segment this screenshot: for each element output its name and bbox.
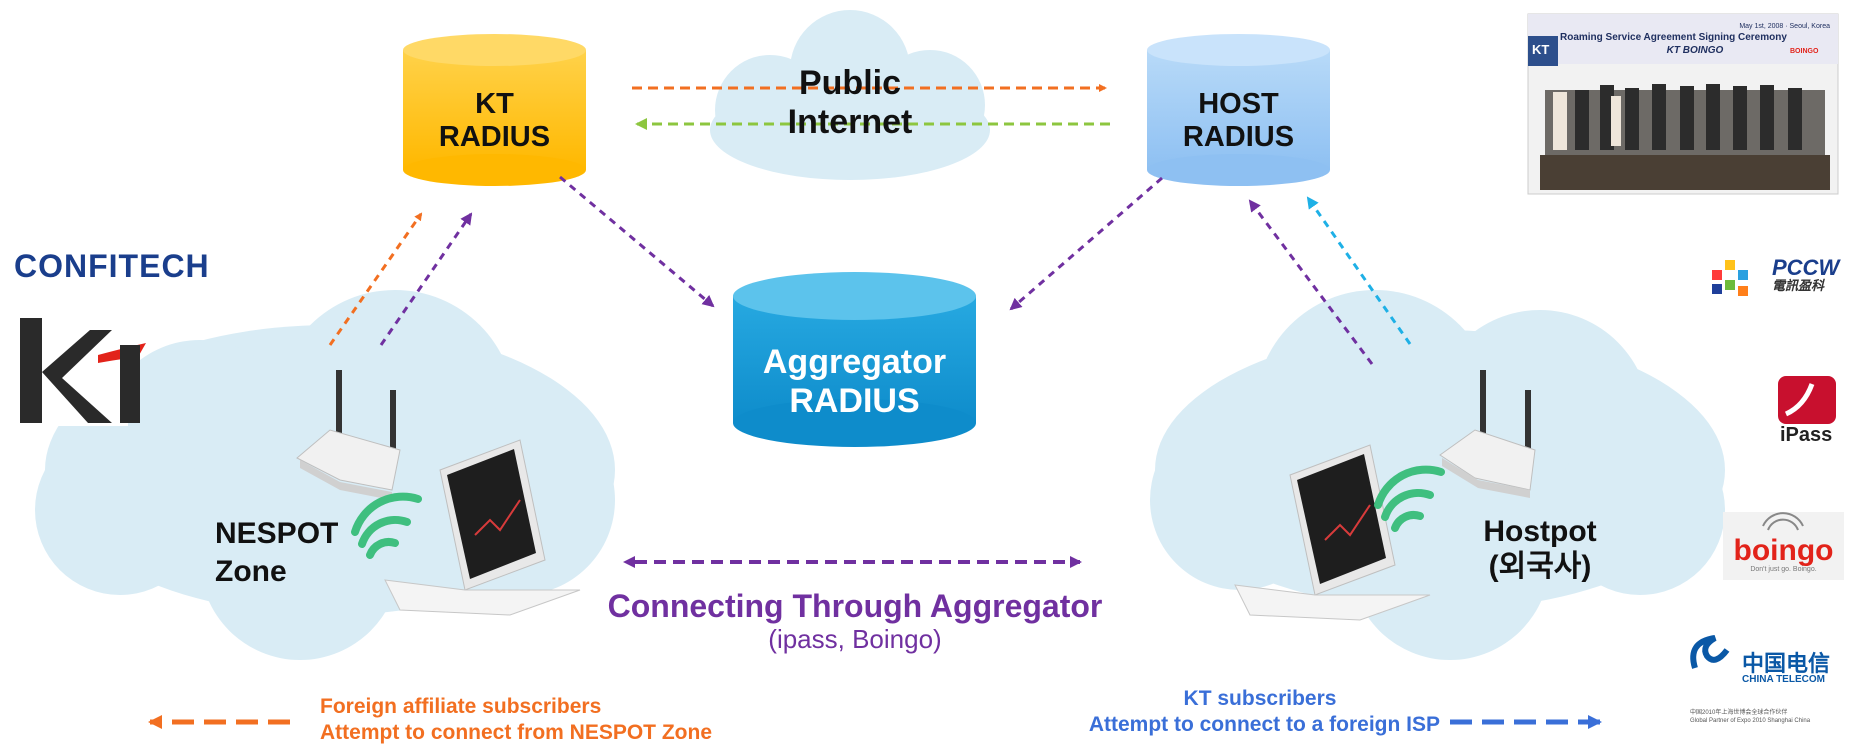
boingo-logo-text: boingo Don't just go. Boingo. (1723, 534, 1844, 574)
china-telecom-expo-line2: Global Partner of Expo 2010 Shanghai Chi… (1690, 717, 1811, 724)
arrow-host-to-aggregator (1009, 176, 1163, 311)
arrow-hostpot-to-host-purple (1248, 199, 1374, 365)
legend-kt-line1: KT subscribers (1183, 687, 1337, 710)
aggregator-radius-line2: RADIUS (789, 382, 920, 421)
nespot-zone-line2: Zone (215, 554, 287, 588)
host-radius-label: HOST RADIUS (1147, 88, 1330, 155)
nespot-router-icon (296, 370, 401, 500)
hostpot-line2: (외국사) (1488, 549, 1592, 583)
legend-foreign-line2: Attempt to connect from NESPOT Zone (320, 721, 713, 745)
hostpot-label: Hostpot (외국사) (1460, 515, 1620, 584)
arrow-nespot-to-kt-orange (328, 212, 423, 346)
photo-date: May 1st, 2008 · Seoul, Korea (1739, 23, 1830, 30)
connecting-title: Connecting Through Aggregator (607, 588, 1103, 624)
kt-radius-line1: KT (475, 88, 514, 120)
public-internet-line1: Public (798, 64, 902, 102)
public-internet-label: Public Internet (750, 64, 950, 142)
china-telecom-logo: 中国电信 CHINA TELECOM (1742, 652, 1830, 686)
kt-radius-cylinder (403, 34, 586, 186)
nespot-zone-line1: NESPOT (215, 517, 339, 550)
signing-ceremony-photo (1527, 13, 1839, 195)
host-radius-cylinder (1147, 34, 1330, 186)
nespot-laptop-icon (384, 439, 581, 616)
pccw-logo (1712, 260, 1748, 296)
legend-kt-line2: Attempt to connect to a foreign ISP (1088, 713, 1440, 737)
host-radius-line1: HOST (1198, 88, 1279, 120)
aggregator-radius-line1: Aggregator (762, 343, 947, 381)
aggregator-radius-cylinder (733, 272, 976, 447)
ipass-logo-mark (1778, 376, 1836, 424)
china-telecom-cn: 中国电信 (1742, 651, 1831, 676)
photo-parties: KT BOINGO (1666, 45, 1724, 57)
aggregator-radius-label: Aggregator RADIUS (733, 343, 976, 421)
photo-kt-mark: KT (1532, 42, 1550, 57)
kt-radius-label: KT RADIUS (403, 88, 586, 155)
photo-title: Roaming Service Agreement Signing Ceremo… (1560, 32, 1787, 44)
boingo-name: boingo (1733, 534, 1834, 567)
kt-radius-line2: RADIUS (438, 121, 551, 154)
china-telecom-expo-line1: 中国2010年上海世博会全球合作伙伴 (1690, 710, 1788, 716)
legend-kt-text: KT subscribers Attempt to connect to a f… (1000, 686, 1440, 739)
legend-foreign-line1: Foreign affiliate subscribers (320, 695, 602, 718)
legend-foreign-text: Foreign affiliate subscribers Attempt to… (320, 694, 712, 747)
host-radius-line2: RADIUS (1182, 121, 1295, 154)
connecting-subtitle: (ipass, Boingo) (768, 623, 942, 654)
photo-caption: May 1st, 2008 · Seoul, Korea Roaming Ser… (1560, 22, 1830, 57)
pccw-logo-text: PCCW 電訊盈科 (1772, 256, 1839, 293)
hostpot-wifi-icon (1374, 465, 1445, 532)
photo-boingo-mark: BOINGO (1790, 48, 1819, 55)
public-internet-cloud (710, 10, 990, 180)
china-telecom-en: CHINA TELECOM (1742, 674, 1825, 686)
pccw-name: PCCW (1772, 255, 1840, 280)
hostpot-router-icon (1439, 370, 1536, 498)
hostpot-laptop-icon (1234, 444, 1431, 621)
pccw-chinese: 電訊盈科 (1772, 278, 1825, 294)
china-telecom-mark (1690, 635, 1730, 669)
arrow-kt-to-aggregator (559, 175, 715, 308)
arrow-hostpot-to-host-cyan (1306, 196, 1412, 345)
arrow-nespot-to-kt-purple (379, 212, 473, 346)
hostpot-line1: Hostpot (1483, 515, 1597, 548)
nespot-zone-label: NESPOT Zone (215, 515, 338, 590)
public-internet-line2: Internet (787, 103, 913, 142)
ipass-logo-text: iPass (1780, 424, 1833, 446)
boingo-logo-box (1723, 512, 1844, 580)
connecting-label: Connecting Through Aggregator (ipass, Bo… (580, 588, 1130, 655)
boingo-tagline: Don't just go. Boingo. (1750, 566, 1817, 573)
nespot-wifi-icon (351, 492, 422, 559)
confitech-logo: CONFITECH (14, 248, 210, 284)
china-telecom-expo: 中国2010年上海世博会全球合作伙伴 Global Partner of Exp… (1690, 710, 1850, 726)
kt-logo-mark (18, 318, 146, 426)
